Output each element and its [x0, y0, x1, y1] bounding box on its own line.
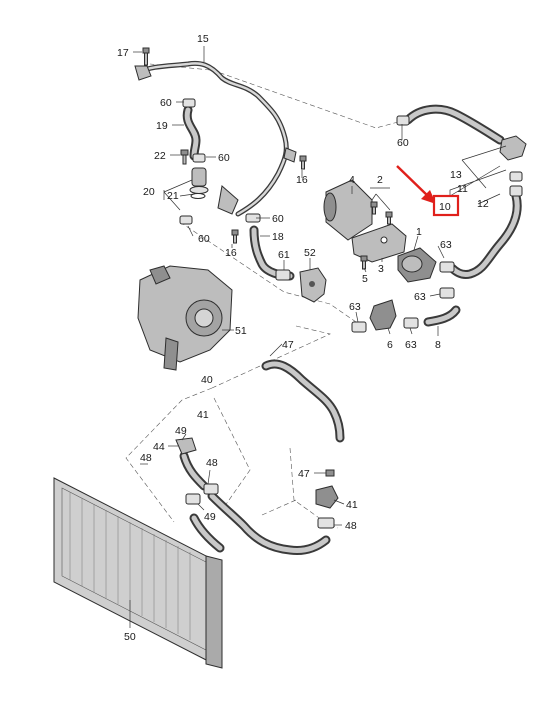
highlight-box [432, 194, 460, 217]
callout-63-c: 63 [349, 301, 361, 313]
callout-51: 51 [235, 325, 247, 337]
callout-1: 1 [416, 226, 422, 238]
callout-48-a: 48 [140, 452, 152, 464]
bolt-5 [360, 255, 368, 270]
callout-63-a: 63 [440, 239, 452, 251]
bolt-16a [299, 155, 307, 170]
callout-60-a: 60 [160, 97, 172, 109]
callout-48-c: 48 [345, 520, 357, 532]
callout-61: 61 [278, 249, 290, 261]
arrow-head [421, 190, 436, 204]
hose-47-upper [261, 359, 345, 443]
callout-16-b: 16 [225, 247, 237, 259]
bolt-16b [231, 229, 239, 244]
callout-49-b: 49 [204, 511, 216, 523]
callout-21: 21 [167, 190, 179, 202]
clamp-60-lower [179, 215, 193, 225]
hose-44 [175, 437, 209, 491]
bolt-17 [142, 47, 150, 66]
sensor-52 [299, 267, 327, 303]
callout-41-b: 41 [346, 499, 358, 511]
hose-right [396, 104, 527, 279]
callout-44: 44 [153, 441, 165, 453]
callout-48-b: 48 [206, 457, 218, 469]
callout-50: 50 [124, 631, 136, 643]
highlight-10: 10 [396, 165, 460, 217]
clamp-61 [275, 269, 291, 281]
pump-housing-51 [137, 265, 233, 371]
bracket-3 [351, 223, 407, 263]
callout-5: 5 [362, 273, 368, 285]
callout-41-a: 41 [197, 409, 209, 421]
callout-15: 15 [197, 33, 209, 45]
callout-63-b: 63 [414, 291, 426, 303]
callout-16-a: 16 [296, 174, 308, 186]
callout-18: 18 [272, 231, 284, 243]
callout-10: 10 [439, 201, 451, 213]
bolt-2b [385, 211, 393, 225]
callout-20: 20 [143, 186, 155, 198]
callout-13: 13 [450, 169, 462, 181]
callout-22: 22 [154, 150, 166, 162]
hose-lower [185, 483, 331, 555]
hose-19 [182, 98, 206, 163]
callout-11: 11 [457, 183, 468, 195]
callout-4: 4 [349, 174, 355, 186]
callout-60-c: 60 [272, 213, 284, 225]
callout-40: 40 [201, 374, 213, 386]
callout-8: 8 [435, 339, 441, 351]
callout-60-d: 60 [198, 233, 210, 245]
callout-49-a: 49 [175, 425, 187, 437]
callout-2: 2 [377, 174, 383, 186]
callout-52: 52 [304, 247, 316, 259]
callout-47-a: 47 [282, 339, 294, 351]
callout-19: 19 [156, 120, 168, 132]
callout-3: 3 [378, 263, 384, 275]
part-4 [323, 179, 373, 241]
pipe-15 [134, 60, 297, 217]
callout-60-e: 60 [397, 137, 409, 149]
bolt-22 [180, 149, 189, 165]
callout-47-b: 47 [298, 468, 310, 480]
hose-8 [423, 287, 461, 327]
callout-labels: 17 15 60 19 22 60 20 21 16 60 60 18 16 6… [117, 33, 489, 643]
callout-17: 17 [117, 47, 129, 59]
valve-6 [351, 299, 419, 333]
fitting-41 [315, 469, 339, 529]
callout-60-b: 60 [218, 152, 230, 164]
callout-6: 6 [387, 339, 393, 351]
assembly-outline [125, 63, 399, 529]
bolt-2a [370, 201, 378, 215]
callout-12: 12 [477, 198, 489, 210]
radiator-50 [53, 477, 223, 669]
pump-1 [397, 247, 437, 283]
thermostat-20 [189, 167, 209, 199]
leader-lines [129, 46, 507, 628]
callout-63-d: 63 [405, 339, 417, 351]
highlight-arrow [396, 165, 431, 199]
